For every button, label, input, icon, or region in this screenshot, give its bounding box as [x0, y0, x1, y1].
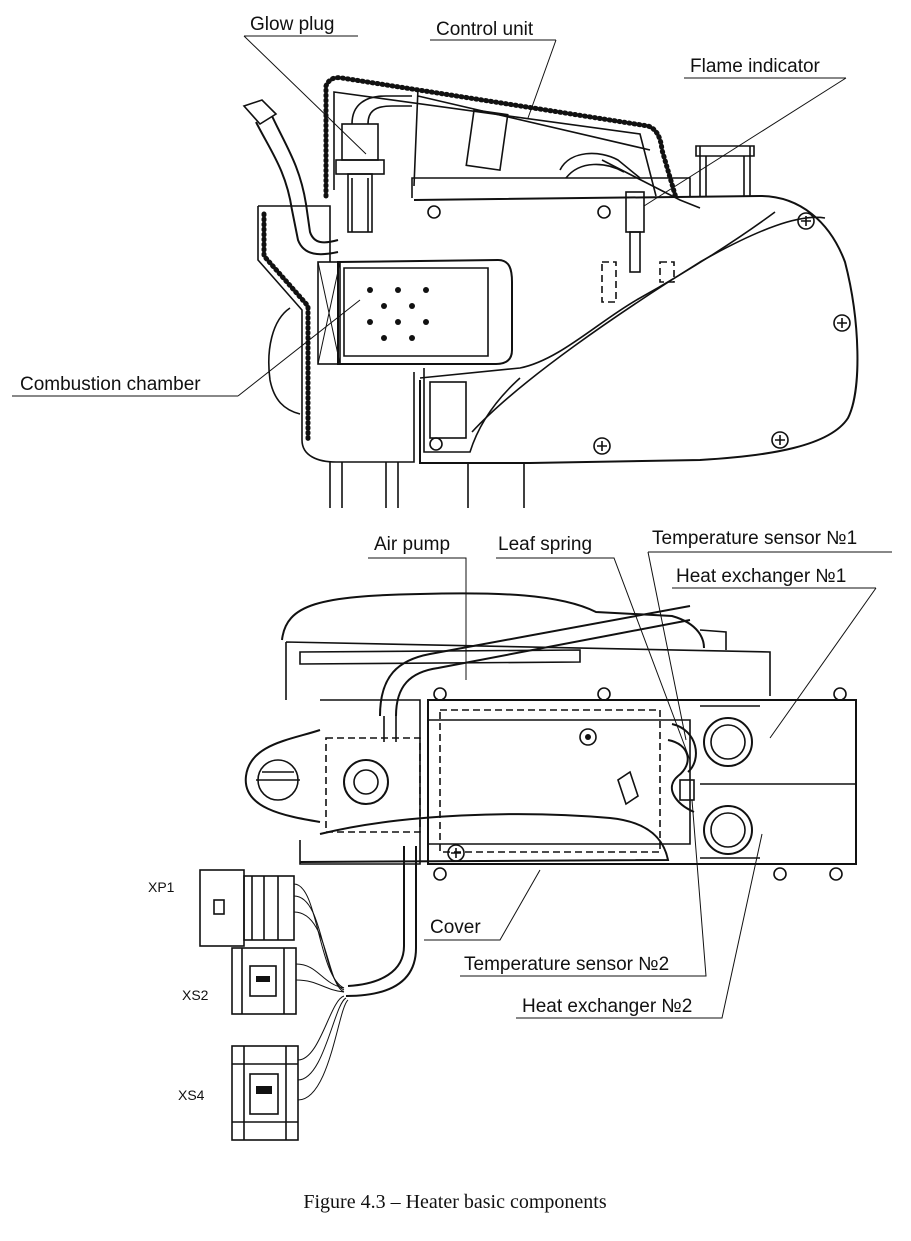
glow-plug-part — [335, 95, 412, 233]
connector-xp1 — [199, 869, 295, 947]
top-body-lower-shell — [423, 368, 521, 453]
label-connector-xs4: XS4 — [178, 1087, 205, 1103]
top-screws — [427, 205, 851, 455]
bottom-bolt — [343, 759, 389, 805]
top-slot — [659, 261, 675, 283]
label-temperature-sensor-2: Temperature sensor №2 — [464, 954, 669, 975]
screw-icon — [593, 437, 611, 455]
label-flame-indicator: Flame indicator — [690, 56, 821, 77]
air-pump-tube — [379, 605, 691, 717]
bottom-view-drawing — [199, 592, 857, 1141]
flame-indicator-part — [559, 152, 701, 273]
label-temperature-sensor-1: Temperature sensor №1 — [652, 528, 857, 549]
control-unit-housing — [323, 75, 679, 201]
label-air-pump: Air pump — [374, 534, 450, 555]
temperature-sensors — [667, 723, 697, 813]
label-glow-plug: Glow plug — [250, 14, 335, 35]
screw-icon — [833, 314, 851, 332]
top-body-inner-curve — [419, 211, 776, 379]
bottom-dashed-housing — [439, 709, 661, 853]
fuel-pipe — [242, 99, 339, 256]
harness-wires — [293, 883, 349, 1101]
top-port — [429, 381, 467, 439]
mounting-lug — [244, 729, 321, 823]
combustion-chamber-part — [317, 258, 513, 365]
control-board — [413, 87, 651, 187]
bottom-leader-lines — [368, 551, 892, 1019]
label-heat-exchanger-2: Heat exchanger №2 — [522, 996, 692, 1017]
heat-exchanger-tubes — [700, 705, 760, 859]
control-chip — [465, 109, 509, 171]
label-heat-exchanger-1: Heat exchanger №1 — [676, 566, 846, 587]
figure-caption: Figure 4.3 – Heater basic components — [303, 1191, 606, 1213]
screw-icon — [429, 437, 443, 451]
screw-icon — [597, 205, 611, 219]
bottom-screws — [433, 687, 847, 881]
screw-icon — [427, 205, 441, 219]
screw-icon — [797, 212, 815, 230]
label-control-unit: Control unit — [436, 19, 534, 40]
bottom-body-outline — [427, 699, 857, 865]
label-combustion-chamber: Combustion chamber — [20, 374, 201, 395]
top-view-drawing — [242, 75, 859, 508]
top-body-outline — [413, 194, 859, 464]
control-unit-housing-inner — [333, 91, 657, 197]
bottom-cover-shell — [299, 813, 670, 863]
top-outlet-tube — [695, 145, 755, 196]
connector-xs4 — [231, 1045, 299, 1141]
air-pump-cap — [281, 592, 705, 649]
label-connector-xp1: XP1 — [148, 879, 175, 895]
connector-xs2 — [231, 947, 297, 1015]
wiring-harness — [345, 846, 417, 997]
top-inner-rail — [411, 177, 691, 198]
label-leaf-spring: Leaf spring — [498, 534, 592, 555]
top-slot — [601, 261, 617, 303]
screw-icon — [771, 431, 789, 449]
top-leader-lines — [12, 35, 847, 397]
label-cover: Cover — [430, 917, 481, 938]
exhaust-pipe — [257, 205, 525, 508]
top-body-arc — [471, 216, 826, 433]
label-connector-xs2: XS2 — [182, 987, 209, 1003]
